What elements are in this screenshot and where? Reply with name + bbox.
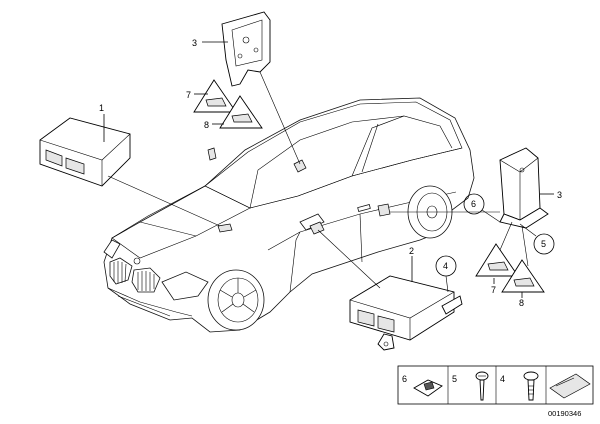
car-mounted-parts <box>207 147 391 235</box>
callout-3-right: 3 <box>557 190 562 200</box>
warning-label-8-top <box>212 95 263 129</box>
legend-label-5: 5 <box>452 374 457 384</box>
legend-label-4: 4 <box>500 374 505 384</box>
circle-callout-6 <box>463 193 485 215</box>
car-body <box>103 97 475 333</box>
screw-icon <box>475 371 489 401</box>
mounting-bracket-icon <box>549 373 591 399</box>
callout-5: 5 <box>541 239 546 249</box>
warning-label-8-right <box>501 259 545 298</box>
leader-line-1 <box>107 175 221 227</box>
callout-7-top: 7 <box>186 90 191 100</box>
callout-2: 2 <box>409 246 414 256</box>
leader-line-right-to-labels <box>499 221 513 251</box>
hardware-legend <box>397 365 594 405</box>
callout-6: 6 <box>471 199 476 209</box>
warning-label-7-top <box>193 79 237 113</box>
diagram-code: 00190346 <box>548 409 581 418</box>
callout-3-top: 3 <box>192 38 197 48</box>
leader-line-right-to-labels-2 <box>521 225 529 267</box>
leader-line-5 <box>519 223 537 237</box>
legend-label-6: 6 <box>402 374 407 384</box>
leader-line-3-top <box>259 71 301 165</box>
control-module-part-2 <box>349 256 463 351</box>
control-unit-part-1 <box>39 114 131 187</box>
callout-4: 4 <box>443 261 448 271</box>
callout-7-right: 7 <box>491 285 496 295</box>
leader-line-2 <box>317 229 381 289</box>
circle-callout-5 <box>533 233 555 255</box>
bracket-part-3-top <box>202 11 271 87</box>
clip-nut-icon <box>413 379 443 397</box>
bracket-part-3-right <box>499 147 554 229</box>
warning-label-7-right <box>475 243 519 284</box>
callout-8-right: 8 <box>519 298 524 308</box>
circle-callout-4 <box>435 255 457 293</box>
leader-line-6 <box>481 209 501 223</box>
callout-8-top: 8 <box>204 120 209 130</box>
bolt-icon <box>523 371 539 401</box>
callout-1: 1 <box>99 103 104 113</box>
